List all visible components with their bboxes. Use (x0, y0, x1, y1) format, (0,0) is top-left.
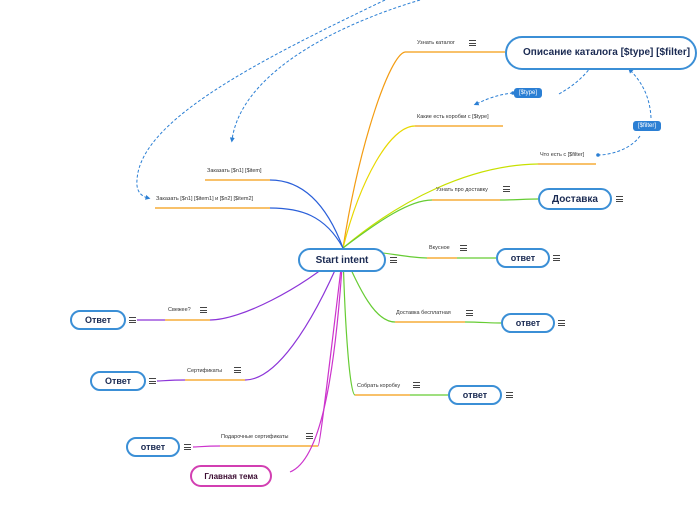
filter-tag[interactable]: [$filter] (633, 121, 662, 131)
label-free-delivery: Доставка бесплатная (396, 310, 451, 316)
label-assemble: Собрать коробку (357, 383, 401, 389)
label-tasty: Вкусное (429, 245, 450, 251)
branch-gift (317, 251, 344, 447)
root-topic-node[interactable]: Главная тема (190, 465, 272, 487)
delivery-label-menu-icon[interactable] (503, 186, 510, 192)
branch-certificates (244, 251, 344, 381)
label-delivery: Узнать про доставку (436, 187, 488, 193)
fresh-node-menu-icon[interactable] (129, 317, 136, 323)
tasty-answer-node[interactable]: ответ (496, 248, 550, 268)
label-order-two: Заказать [$n1] [$item1] и [$n2] [$item2] (156, 196, 254, 202)
central-menu-icon[interactable] (390, 257, 397, 263)
label-learn-catalog: Узнать каталог (417, 40, 455, 46)
fresh-label-menu-icon[interactable] (200, 307, 207, 313)
branch-learn-catalog (342, 51, 406, 249)
catalog-desc-node[interactable]: Описание каталога [$type] [$filter] (505, 36, 697, 70)
gift-label-menu-icon[interactable] (306, 433, 313, 439)
rel-order-one (229, 0, 421, 143)
fresh-answer-node[interactable]: Ответ (70, 310, 126, 330)
label-gift: Подарочные сертификаты (221, 434, 289, 440)
type-tag[interactable]: [$type] (514, 88, 543, 98)
catalog-label-menu-icon[interactable] (469, 40, 476, 46)
label-order-one: Заказать [$n1] [$item] (207, 168, 262, 174)
label-fresh: Свежее? (168, 307, 191, 313)
gift-node-menu-icon[interactable] (184, 444, 191, 450)
certificates-node-menu-icon[interactable] (149, 378, 156, 384)
assemble-answer-node[interactable]: ответ (448, 385, 502, 405)
tasty-label-menu-icon[interactable] (460, 245, 467, 251)
free-delivery-answer-node[interactable]: ответ (501, 313, 555, 333)
rel-filter (628, 68, 652, 119)
label-what-filter: Что есть с [$filter] (540, 152, 585, 158)
rel-type-back (473, 92, 514, 106)
branch-delivery (342, 199, 433, 249)
assemble-node-menu-icon[interactable] (506, 392, 513, 398)
label-certificates: Сертификаты (187, 368, 223, 374)
assemble-label-menu-icon[interactable] (413, 382, 420, 388)
branch-what-filter (342, 163, 539, 249)
rel-filter-back (597, 135, 641, 156)
rel-type (558, 67, 591, 95)
branch-order-one (269, 179, 344, 249)
gift-answer-node[interactable]: ответ (126, 437, 180, 457)
free-delivery-label-menu-icon[interactable] (466, 310, 473, 316)
branch-assemble (342, 251, 356, 396)
certificates-label-menu-icon[interactable] (234, 367, 241, 373)
tasty-node-menu-icon[interactable] (553, 255, 560, 261)
certificates-answer-node[interactable]: Ответ (90, 371, 146, 391)
delivery-node[interactable]: Доставка (538, 188, 612, 210)
branch-order-two (269, 207, 344, 249)
label-which-boxes: Какие есть коробки с [$type] (417, 114, 489, 120)
branch-root (289, 251, 344, 473)
branch-which-boxes (342, 125, 416, 249)
central-node[interactable]: Start intent (298, 248, 386, 272)
rel-order-two (136, 0, 386, 200)
free-delivery-node-menu-icon[interactable] (558, 320, 565, 326)
delivery-node-menu-icon[interactable] (616, 196, 623, 202)
